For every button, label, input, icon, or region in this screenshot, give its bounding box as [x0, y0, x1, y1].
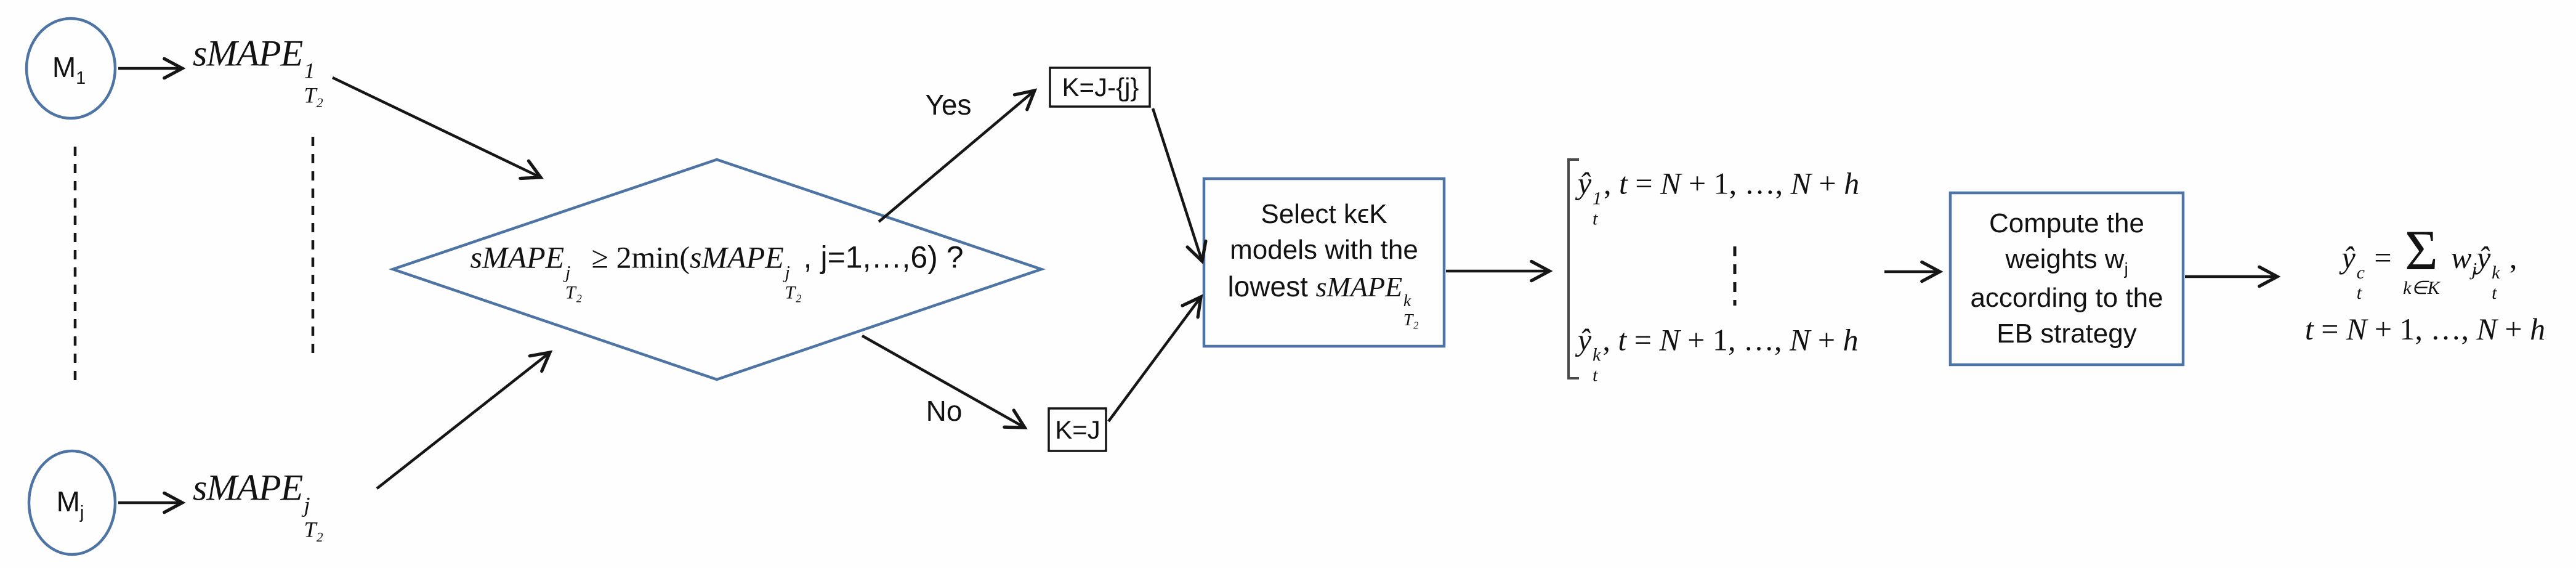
- compute-weights-text: Compute the weights wj according to the …: [1950, 193, 2183, 365]
- k-minus-box: [1049, 67, 1151, 108]
- yes-branch-label: Yes: [925, 89, 972, 121]
- arrow-k-minus-to-select: [1151, 108, 1208, 265]
- compute-weights-line2: weights wj: [2005, 244, 2128, 278]
- no-branch-label: No: [926, 395, 963, 427]
- forecast-bracket: [1567, 158, 1579, 379]
- compute-weights-line3: according to the: [1970, 282, 2163, 313]
- select-models-line1: Select kϵK: [1261, 199, 1387, 230]
- k-minus-box-label: K=J-{j}: [1062, 73, 1139, 102]
- k-all-box-label: K=J: [1055, 415, 1100, 444]
- k-all-box: [1048, 407, 1107, 452]
- model-1-label: M1: [52, 51, 86, 88]
- arrow-k-all-to-select: [1107, 294, 1203, 423]
- combination-formula-line2: t = N + 1, …, N + h: [2304, 312, 2546, 346]
- arrow-smape1-to-diamond: [332, 76, 544, 181]
- decision-diamond: [388, 158, 1046, 381]
- model-j-circle: [27, 449, 117, 556]
- compute-weights-line4: EB strategy: [1997, 318, 2137, 349]
- select-models-line2: models with the: [1230, 235, 1418, 266]
- arrow-yes-to-k-minus: [878, 88, 1038, 223]
- model-1-circle: [25, 17, 117, 120]
- compute-weights-line1: Compute the: [1989, 208, 2144, 239]
- model-j-label: Mj: [56, 485, 84, 522]
- compute-weights-box: [1948, 191, 2185, 367]
- arrow-no-to-k-all: [861, 335, 1028, 429]
- arrow-smapej-to-diamond: [376, 350, 553, 490]
